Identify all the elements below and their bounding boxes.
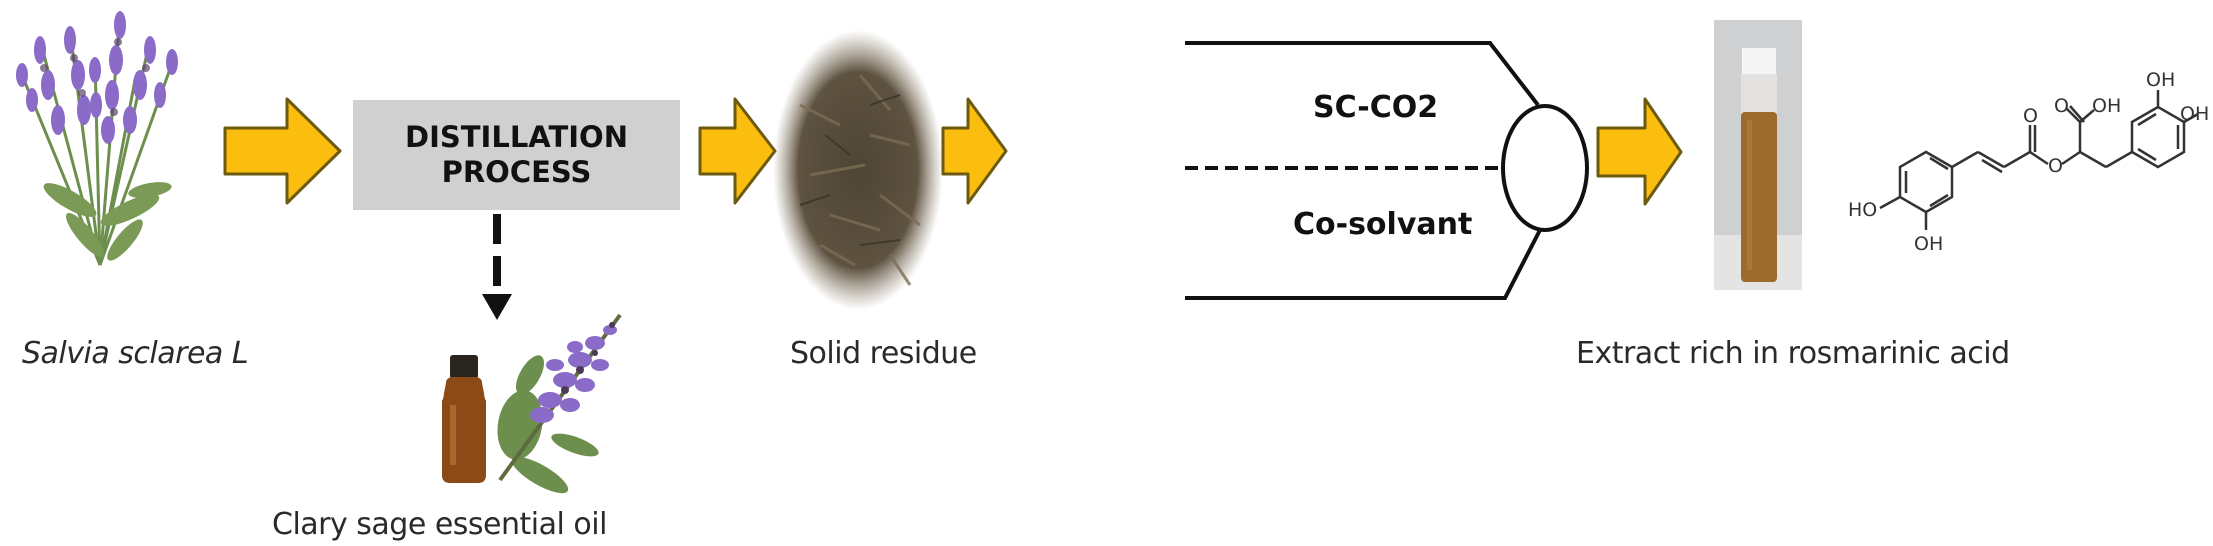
dashed-down-arrow-icon	[482, 214, 512, 320]
distillation-label-line2: PROCESS	[441, 155, 592, 189]
structure-atom-o-ester: O	[2048, 155, 2063, 177]
flow-arrow-2-icon	[698, 97, 777, 205]
structure-atom-oh-bottom: OH	[1914, 233, 1943, 255]
flow-arrow-3-icon	[941, 97, 1008, 205]
solid-residue-label: Solid residue	[790, 336, 977, 371]
extract-vial-image	[1714, 20, 1802, 290]
solid-residue-image	[773, 30, 943, 310]
essential-oil-label: Clary sage essential oil	[272, 507, 607, 542]
extraction-mixer-diagram	[1185, 41, 1589, 300]
structure-atom-oh-acid: OH	[2092, 95, 2121, 117]
oil-bottle-and-sage-image	[442, 313, 622, 494]
structure-atom-oh-right: OH	[2180, 103, 2209, 125]
sc-co2-label: SC-CO2	[1313, 90, 1439, 125]
salvia-plant-image	[16, 11, 178, 266]
salvia-sclarea-label: Salvia sclarea L	[22, 336, 249, 371]
extract-label: Extract rich in rosmarinic acid	[1576, 336, 2010, 371]
flow-arrow-1-icon	[223, 97, 342, 205]
structure-atom-o-acid: O	[2054, 95, 2069, 117]
structure-atom-ho-left: HO	[1848, 199, 1877, 221]
distillation-label-line1: DISTILLATION	[405, 120, 628, 154]
flow-arrow-4-icon	[1596, 97, 1683, 206]
rosmarinic-acid-structure-icon: HO OH O O O OH OH OH	[1848, 69, 2209, 255]
distillation-process-box: DISTILLATION PROCESS	[353, 100, 680, 210]
structure-atom-oh-top: OH	[2146, 69, 2175, 91]
co-solvant-label: Co-solvant	[1293, 207, 1473, 242]
structure-atom-o-carbonyl: O	[2023, 105, 2038, 127]
